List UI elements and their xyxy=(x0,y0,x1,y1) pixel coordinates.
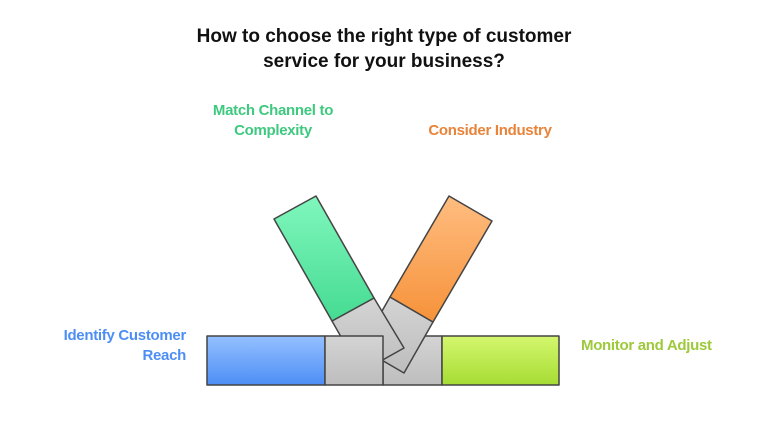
label-line: Complexity xyxy=(234,122,312,139)
diagram-title: How to choose the right type of customer… xyxy=(0,24,768,74)
label-line: Consider Industry xyxy=(428,122,552,139)
title-line-2: service for your business? xyxy=(263,51,505,72)
label-line: Match Channel to xyxy=(212,102,334,119)
label-consider-industry: Consider Industry xyxy=(390,121,590,141)
identify-reach-bar xyxy=(206,335,384,386)
match-channel-arm xyxy=(273,195,405,373)
title-line-1: How to choose the right type of customer xyxy=(196,26,572,47)
label-monitor-adjust: Monitor and Adjust xyxy=(581,336,712,356)
label-line: Monitor and Adjust xyxy=(581,337,712,354)
label-match-channel: Match Channel to Complexity xyxy=(173,101,373,141)
label-identify-customer-reach: Identify Customer Reach xyxy=(63,326,187,366)
label-line: Reach xyxy=(142,347,186,364)
label-line: Identify Customer xyxy=(63,327,187,344)
